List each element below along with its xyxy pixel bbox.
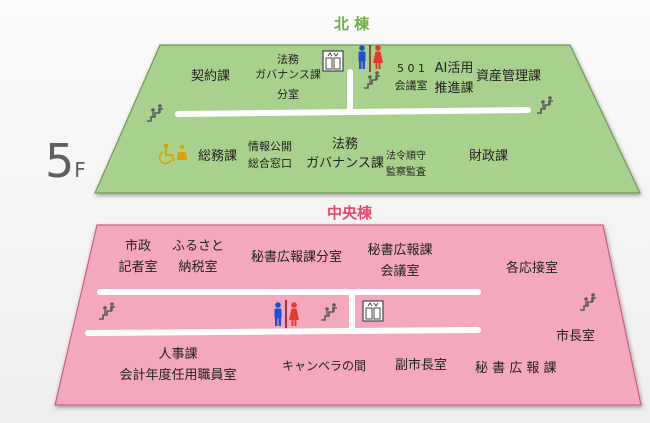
restroom-female-icon bbox=[373, 45, 383, 69]
room-shisan: 資産管理課 bbox=[476, 69, 542, 84]
room-hisho-kaigi-l1: 秘書広報課 bbox=[367, 243, 433, 258]
room-joho-l2: 総合窓口 bbox=[248, 156, 292, 170]
room-hisho-bunshitsu: 秘書広報課分室 bbox=[251, 250, 343, 265]
room-501-l2: 会議室 bbox=[394, 78, 428, 92]
restroom-female-icon bbox=[289, 302, 299, 326]
room-ouse: 各応接室 bbox=[506, 261, 559, 276]
center-building bbox=[54, 224, 642, 406]
room-furusato-l2: 納税室 bbox=[178, 259, 218, 275]
room-zaisei: 財政課 bbox=[469, 149, 509, 164]
floor-number: 5 bbox=[45, 134, 75, 188]
room-501-l1: 5 0 1 bbox=[397, 62, 425, 75]
stairs-icon bbox=[99, 302, 115, 320]
room-fukushicho: 副市長室 bbox=[395, 358, 448, 373]
room-ai: AI活用 推進課 bbox=[426, 60, 482, 97]
floor-unit: F bbox=[74, 158, 86, 182]
room-501: 5 0 1 会議室 bbox=[388, 62, 434, 94]
room-kisha-l2: 記者室 bbox=[118, 259, 158, 275]
room-joho-l1: 情報公開 bbox=[248, 140, 292, 153]
room-hisho-kaigi-l2: 会議室 bbox=[380, 263, 420, 279]
room-jinji-l2: 会計年度任用職員室 bbox=[119, 367, 237, 383]
north-building-label: 北 棟 bbox=[334, 15, 370, 33]
room-homu-l2: ガバナンス課 bbox=[306, 155, 384, 171]
room-hisho-kaigi: 秘書広報課 会議室 bbox=[358, 242, 442, 280]
stairs-icon bbox=[537, 96, 553, 114]
stairs-icon bbox=[580, 293, 596, 311]
stairs-icon bbox=[147, 104, 163, 122]
stairs-icon bbox=[321, 303, 337, 321]
room-ai-l1: AI活用 bbox=[434, 61, 474, 76]
north-building bbox=[94, 44, 641, 194]
room-homu-bunshitsu: 法務 ガバナンス課 分室 bbox=[250, 53, 326, 103]
restroom-male-icon bbox=[274, 302, 282, 326]
restroom-male-icon bbox=[358, 45, 366, 69]
center-building-label: 中央棟 bbox=[327, 204, 373, 222]
room-shicho: 市長室 bbox=[556, 329, 596, 344]
room-furusato: ふるさと 納税室 bbox=[168, 238, 228, 276]
elevator-icon bbox=[322, 50, 344, 72]
room-homu-bunshitsu-l1: 法務 bbox=[277, 53, 299, 66]
elevator-icon bbox=[362, 300, 384, 322]
room-hisho: 秘 書 広 報 課 bbox=[475, 361, 557, 376]
room-ai-l2: 推進課 bbox=[434, 80, 474, 96]
room-jinji-l1: 人事課 bbox=[158, 347, 198, 362]
room-homu-bunshitsu-l3: 分室 bbox=[277, 87, 299, 101]
accessible-toilet-icon bbox=[158, 143, 187, 165]
room-kansa-l2: 監察監査 bbox=[386, 166, 426, 178]
room-kisha-l1: 市政 bbox=[124, 239, 151, 254]
room-kansa-l1: 法令順守 bbox=[386, 151, 426, 162]
room-kansa: 法令順守 監察監査 bbox=[378, 150, 434, 179]
room-homu-l1: 法務 bbox=[331, 137, 358, 152]
room-somu: 総務課 bbox=[198, 149, 238, 164]
room-jinji: 人事課 会計年度任用職員室 bbox=[110, 346, 246, 384]
room-joho: 情報公開 総合窓口 bbox=[244, 140, 296, 172]
stairs-icon bbox=[364, 71, 380, 89]
room-canberra: キャンベラの間 bbox=[282, 359, 367, 373]
room-homu: 法務 ガバナンス課 bbox=[300, 136, 390, 172]
room-keiyaku: 契約課 bbox=[191, 69, 231, 84]
center-corridor-bottom bbox=[85, 327, 481, 336]
room-homu-bunshitsu-l2: ガバナンス課 bbox=[255, 67, 321, 81]
floor-label: 5F bbox=[45, 130, 86, 192]
room-furusato-l1: ふるさと bbox=[171, 239, 224, 254]
room-kisha: 市政 記者室 bbox=[110, 238, 166, 276]
